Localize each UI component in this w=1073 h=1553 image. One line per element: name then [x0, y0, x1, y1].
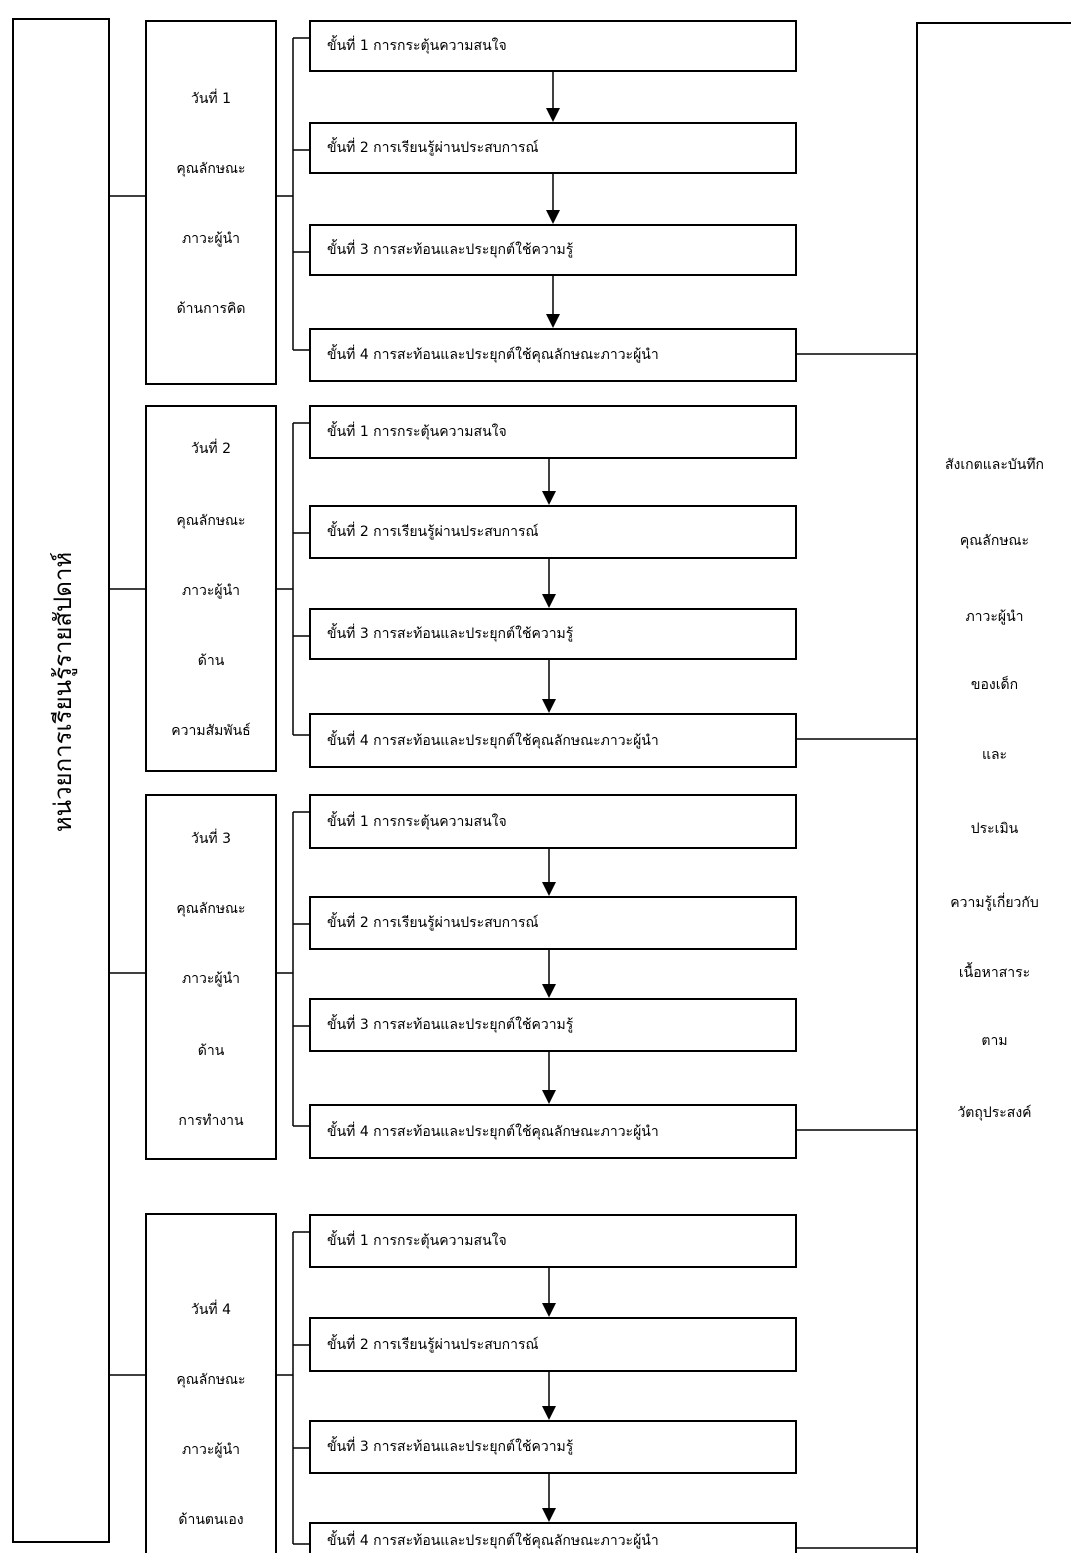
day-3-line: การทำงาน: [178, 1113, 244, 1129]
day-4-step-3: ขั้นที่ 3 การสะท้อนและประยุกต์ใช้ความรู้: [309, 1420, 797, 1474]
day-2-line: คุณลักษณะ: [176, 513, 246, 529]
day-3-step-1: ขั้นที่ 1 การกระตุ้นความสนใจ: [309, 794, 797, 849]
day-3-line: ภาวะผู้นำ: [181, 971, 241, 987]
arrow-down-icon: [542, 1406, 556, 1420]
day-4-line: วันที่ 4: [190, 1302, 232, 1318]
day-4-box: วันที่ 4 คุณลักษณะ ภาวะผู้นำ ด้านตนเอง: [145, 1213, 277, 1553]
day-2-line: ภาวะผู้นำ: [181, 583, 241, 599]
arrow-down-icon: [542, 491, 556, 505]
day-2-step-4: ขั้นที่ 4 การสะท้อนและประยุกต์ใช้คุณลักษ…: [309, 713, 797, 768]
day-1-line: ด้านการคิด: [176, 301, 246, 317]
day-2-step-1: ขั้นที่ 1 การกระตุ้นความสนใจ: [309, 405, 797, 459]
day-1-step-4: ขั้นที่ 4 การสะท้อนและประยุกต์ใช้คุณลักษ…: [309, 328, 797, 382]
day-3-box: วันที่ 3 คุณลักษณะ ภาวะผู้นำ ด้าน การทำง…: [145, 794, 277, 1160]
observation-line: ภาวะผู้นำ: [965, 609, 1024, 625]
observation-line: วัตถุประสงค์: [957, 1105, 1032, 1121]
day-3-step-2: ขั้นที่ 2 การเรียนรู้ผ่านประสบการณ์: [309, 896, 797, 950]
observation-line: เนื้อหาสาระ: [958, 965, 1031, 981]
day-2-line: ด้าน: [197, 653, 225, 669]
day-4-step-4: ขั้นที่ 4 การสะท้อนและประยุกต์ใช้คุณลักษ…: [309, 1522, 797, 1553]
arrow-down-icon: [546, 210, 560, 224]
day-3-step-3: ขั้นที่ 3 การสะท้อนและประยุกต์ใช้ความรู้: [309, 998, 797, 1052]
observation-line: ประเมิน: [970, 821, 1019, 837]
weekly-unit-box: หน่วยการเรียนรู้รายสัปดาห์: [12, 18, 110, 1543]
day-4-step-1: ขั้นที่ 1 การกระตุ้นความสนใจ: [309, 1214, 797, 1268]
observation-box: สังเกตและบันทึก คุณลักษณะ ภาวะผู้นำ ของเ…: [916, 22, 1071, 1553]
arrow-down-icon: [546, 108, 560, 122]
day-3-step-4: ขั้นที่ 4 การสะท้อนและประยุกต์ใช้คุณลักษ…: [309, 1104, 797, 1159]
day-1-step-2: ขั้นที่ 2 การเรียนรู้ผ่านประสบการณ์: [309, 122, 797, 174]
arrow-down-icon: [542, 594, 556, 608]
day-1-step-3: ขั้นที่ 3 การสะท้อนและประยุกต์ใช้ความรู้: [309, 224, 797, 276]
day-1-box: วันที่ 1 คุณลักษณะ ภาวะผู้นำ ด้านการคิด: [145, 20, 277, 385]
arrow-down-icon: [546, 314, 560, 328]
arrow-down-icon: [542, 1303, 556, 1317]
day-2-step-2: ขั้นที่ 2 การเรียนรู้ผ่านประสบการณ์: [309, 505, 797, 559]
day-1-line: คุณลักษณะ: [176, 161, 246, 177]
day-2-line: ความสัมพันธ์: [171, 723, 251, 739]
day-2-line: วันที่ 2: [190, 441, 232, 457]
arrow-down-icon: [542, 1508, 556, 1522]
observation-line: ความรู้เกี่ยวกับ: [950, 895, 1039, 911]
arrow-down-icon: [542, 984, 556, 998]
day-1-step-1: ขั้นที่ 1 การกระตุ้นความสนใจ: [309, 20, 797, 72]
observation-line: สังเกตและบันทึก: [944, 457, 1045, 473]
day-2-step-3: ขั้นที่ 3 การสะท้อนและประยุกต์ใช้ความรู้: [309, 608, 797, 660]
day-4-line: คุณลักษณะ: [176, 1372, 246, 1388]
day-1-line: วันที่ 1: [190, 91, 232, 107]
arrow-down-icon: [542, 699, 556, 713]
day-1-line: ภาวะผู้นำ: [181, 231, 241, 247]
arrow-down-icon: [542, 882, 556, 896]
weekly-unit-label: หน่วยการเรียนรู้รายสัปดาห์: [49, 551, 77, 833]
observation-line: ของเด็ก: [970, 677, 1019, 693]
observation-line: และ: [981, 747, 1008, 763]
arrow-down-icon: [542, 1090, 556, 1104]
day-4-line: ภาวะผู้นำ: [181, 1442, 241, 1458]
day-3-line: วันที่ 3: [190, 831, 232, 847]
day-4-line: ด้านตนเอง: [178, 1512, 244, 1528]
day-3-line: ด้าน: [197, 1043, 225, 1059]
day-3-line: คุณลักษณะ: [176, 901, 246, 917]
day-2-box: วันที่ 2 คุณลักษณะ ภาวะผู้นำ ด้าน ความสั…: [145, 405, 277, 772]
day-4-step-2: ขั้นที่ 2 การเรียนรู้ผ่านประสบการณ์: [309, 1317, 797, 1372]
observation-line: คุณลักษณะ: [959, 533, 1030, 549]
observation-line: ตาม: [981, 1033, 1008, 1049]
